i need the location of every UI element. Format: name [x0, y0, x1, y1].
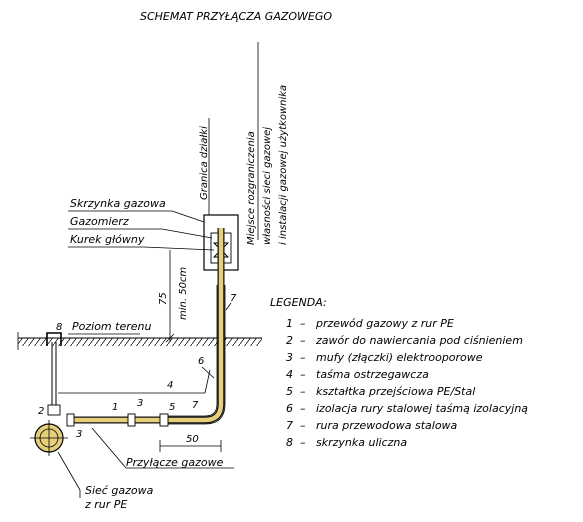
coupling-1: [66, 413, 75, 427]
svg-text:–: –: [300, 317, 306, 330]
leaders: [57, 210, 234, 498]
svg-text:8: 8: [286, 436, 293, 449]
legend-item: 6 – izolacja rury stalowej taśmą izolacy…: [286, 402, 528, 415]
coupling-2: [127, 413, 136, 427]
marker-6: 6: [198, 356, 204, 367]
svg-text:kształtka przejściowa PE/Stal: kształtka przejściowa PE/Stal: [316, 385, 475, 398]
legend-item: 1 – przewód gazowy z rur PE: [286, 317, 454, 330]
marker-7a: 7: [192, 400, 199, 411]
boundary-label: Granica działki: [199, 126, 210, 200]
svg-text:–: –: [300, 402, 306, 415]
depth-dimension: 75 min. 50cm: [158, 250, 189, 343]
dim-min-50: min. 50cm: [178, 267, 189, 320]
svg-text:–: –: [300, 334, 306, 347]
demarcation-label-1: Miejsce rozgraniczenia: [246, 131, 257, 245]
connection-label: Przyłącze gazowe: [126, 456, 224, 469]
diagram-title: SCHEMAT PRZYŁĄCZA GAZOWEGO: [140, 10, 332, 23]
demarcation-line: Miejsce rozgraniczenia własności sieci g…: [246, 42, 289, 245]
legend: LEGENDA: 1 – przewód gazowy z rur PE 2 –…: [270, 296, 528, 449]
street-box: [46, 332, 62, 416]
valve-label: Kurek główny: [70, 233, 145, 246]
length-dimension: 50: [159, 434, 222, 452]
svg-text:–: –: [300, 436, 306, 449]
marker-3a: 3: [76, 429, 82, 440]
svg-text:skrzynka uliczna: skrzynka uliczna: [316, 436, 407, 449]
marker-1: 1: [112, 402, 118, 413]
gas-pipe: [68, 228, 226, 425]
meter-label: Gazomierz: [70, 215, 129, 228]
dim-50: 50: [186, 434, 199, 445]
legend-item: 5 – kształtka przejściowa PE/Stal: [286, 385, 475, 398]
legend-item: 3 – mufy (złączki) elektrooporowe: [286, 351, 483, 364]
svg-text:–: –: [300, 351, 306, 364]
warning-tape: [58, 369, 211, 394]
demarcation-label-3: i instalacji gazowej użytkownika: [278, 85, 289, 245]
svg-text:4: 4: [286, 368, 293, 381]
ground-label: Poziom terenu: [72, 320, 151, 333]
svg-text:1: 1: [286, 317, 293, 330]
svg-text:przewód gazowy z rur PE: przewód gazowy z rur PE: [315, 317, 454, 330]
transition-fitting: [159, 413, 169, 427]
marker-2: 2: [38, 406, 44, 417]
svg-text:2: 2: [286, 334, 293, 347]
marker-3b: 3: [137, 398, 143, 409]
svg-text:mufy (złączki) elektrooporowe: mufy (złączki) elektrooporowe: [316, 351, 483, 364]
marker-4: 4: [167, 380, 173, 391]
marker-8: 8: [56, 322, 62, 333]
legend-item: 8 – skrzynka uliczna: [286, 436, 407, 449]
box-label: Skrzynka gazowa: [70, 197, 166, 210]
svg-text:–: –: [300, 419, 306, 432]
svg-text:zawór do nawiercania pod ciśni: zawór do nawiercania pod ciśnieniem: [315, 334, 523, 347]
svg-text:3: 3: [286, 351, 293, 364]
svg-text:rura przewodowa stalowa: rura przewodowa stalowa: [316, 419, 458, 432]
dim-75: 75: [158, 292, 169, 305]
demarcation-label-2: własności sieci gazowej: [261, 127, 273, 245]
marker-7b: 7: [230, 293, 237, 304]
gas-network-main: [30, 420, 68, 456]
svg-text:5: 5: [286, 385, 293, 398]
network-label-2: z rur PE: [84, 498, 127, 511]
svg-text:–: –: [300, 368, 306, 381]
network-label-1: Sieć gazowa: [85, 484, 154, 497]
legend-title: LEGENDA:: [270, 296, 327, 309]
legend-item: 7 – rura przewodowa stalowa: [286, 419, 458, 432]
svg-text:izolacja rury stalowej taśmą i: izolacja rury stalowej taśmą izolacyjną: [316, 402, 528, 415]
svg-text:–: –: [300, 385, 306, 398]
legend-item: 2 – zawór do nawiercania pod ciśnieniem: [286, 334, 523, 347]
svg-text:7: 7: [286, 419, 293, 432]
svg-text:6: 6: [286, 402, 293, 415]
marker-5: 5: [169, 402, 175, 413]
legend-item: 4 – taśma ostrzegawcza: [286, 368, 429, 381]
svg-text:taśma ostrzegawcza: taśma ostrzegawcza: [316, 368, 429, 381]
